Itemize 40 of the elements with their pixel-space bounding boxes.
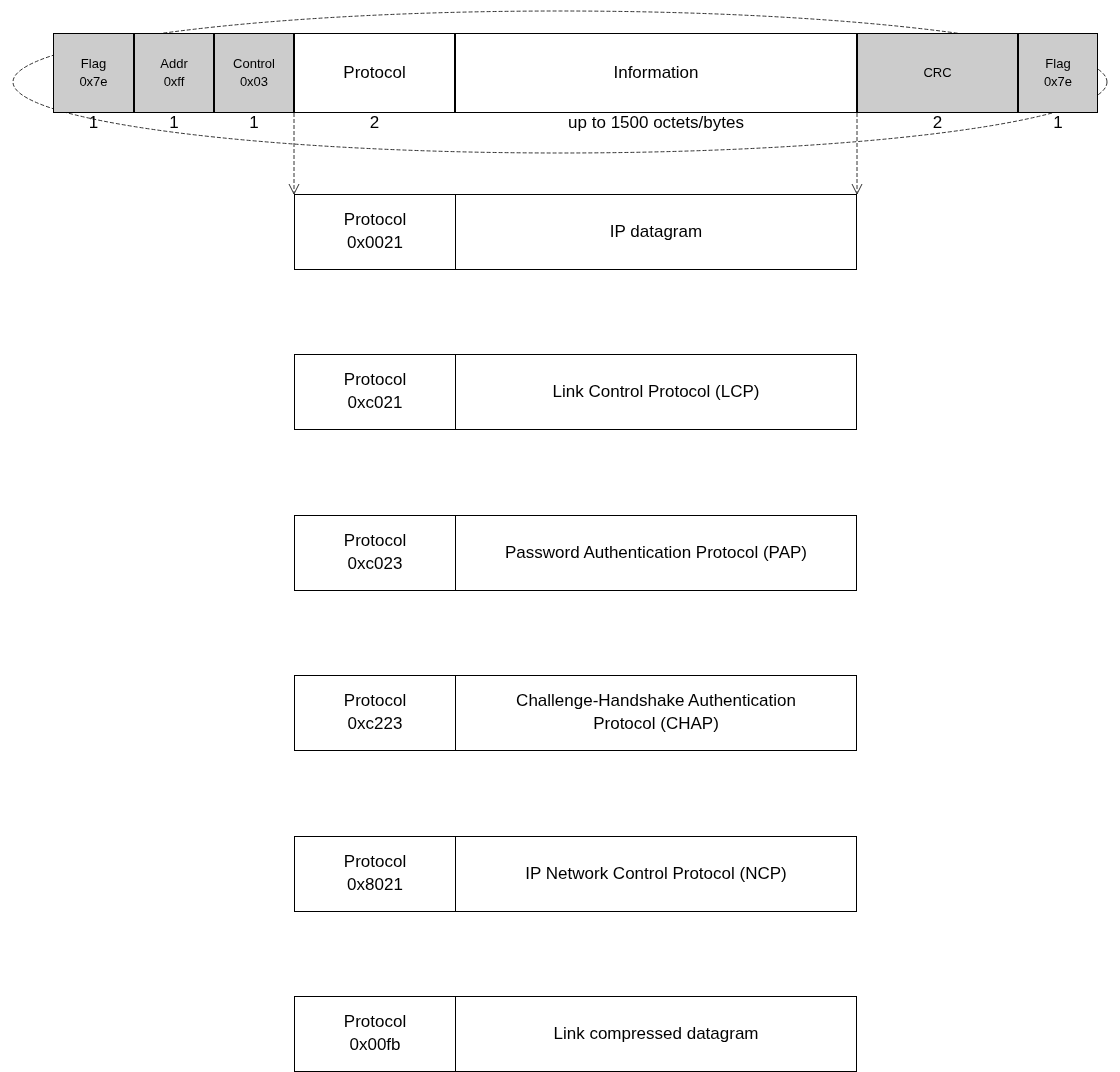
field-label: Link compressed datagram	[553, 1022, 759, 1045]
field-label: Protocol 0xc223	[342, 690, 408, 735]
field-box	[294, 836, 456, 912]
field-label: Protocol 0xc021	[342, 369, 408, 414]
field-label: Protocol 0x0021	[342, 209, 408, 254]
field-label: CRC	[923, 64, 952, 82]
field-label: Flag 0x7e	[1042, 55, 1074, 91]
field-label: Flag 0x7e	[78, 55, 109, 91]
field-size: 2	[931, 112, 944, 134]
field-box	[294, 996, 456, 1072]
field-size: 1	[168, 112, 180, 134]
field-box	[455, 515, 857, 591]
field-box	[294, 194, 456, 270]
field-label: Protocol	[343, 61, 406, 84]
field-label: IP Network Control Protocol (NCP)	[525, 862, 787, 885]
field-label: Information	[613, 61, 699, 84]
field-box	[455, 836, 857, 912]
field-box	[455, 354, 857, 430]
field-label: Password Authentication Protocol (PAP)	[504, 541, 808, 564]
arrow	[288, 112, 300, 195]
field-size: 1	[1052, 112, 1064, 134]
field-label: Control 0x03	[232, 55, 276, 91]
field-box	[455, 194, 857, 270]
field-box	[294, 675, 456, 751]
field-label: Addr 0xff	[159, 55, 189, 91]
field-box	[294, 354, 456, 430]
field-label: IP datagram	[609, 220, 703, 243]
arrow	[851, 112, 863, 195]
field-label: Protocol 0x00fb	[342, 1011, 408, 1056]
field-box	[455, 675, 857, 751]
field-label: Protocol 0x8021	[342, 851, 408, 896]
field-size: 2	[368, 112, 381, 134]
field-size: 1	[87, 112, 100, 134]
field-label: Challenge-Handshake Authentication Protocol (CHAP)	[515, 690, 797, 735]
field-size: up to 1500 octets/bytes	[567, 112, 745, 134]
field-label: Link Control Protocol (LCP)	[552, 380, 760, 403]
field-size: 1	[248, 112, 260, 134]
field-label: Protocol 0xc023	[342, 530, 408, 575]
field-box	[294, 515, 456, 591]
field-box	[455, 996, 857, 1072]
